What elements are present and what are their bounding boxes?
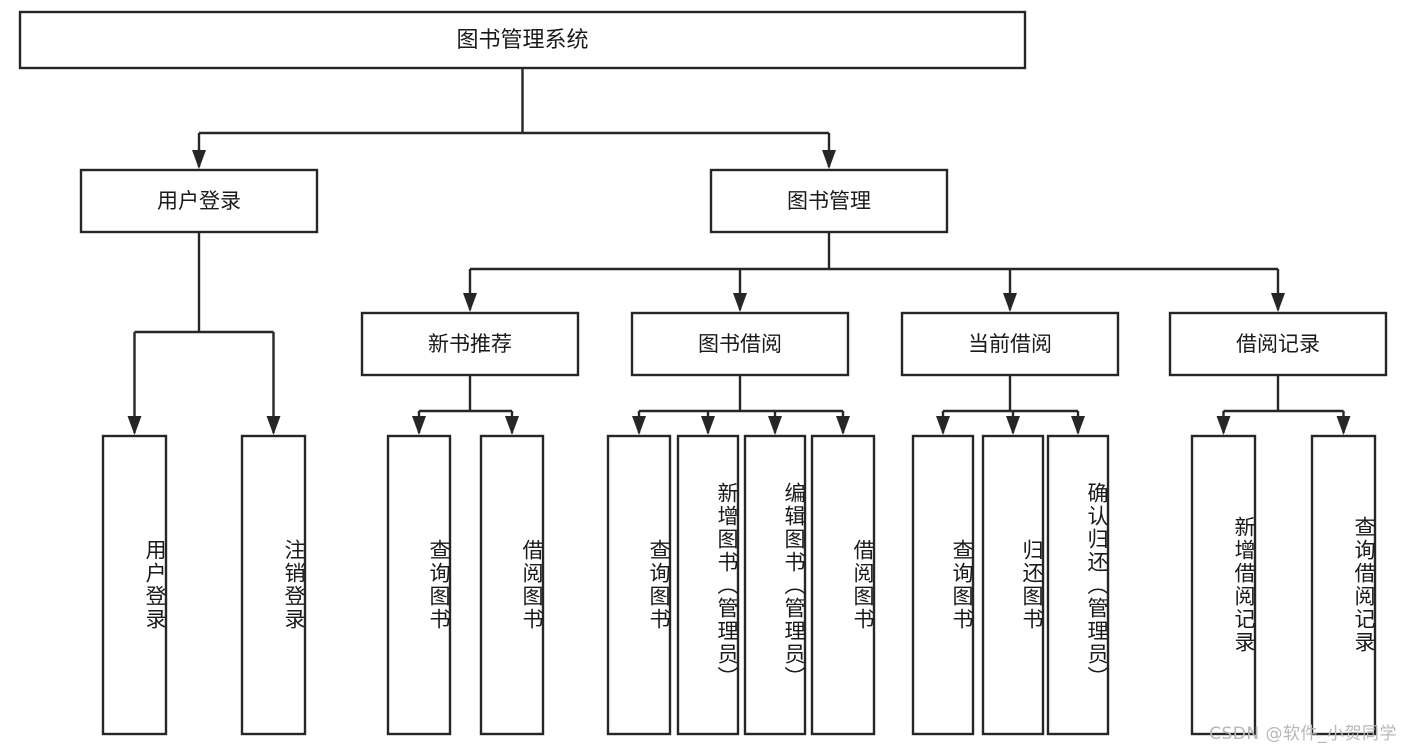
arrow-down-icon bbox=[822, 150, 836, 169]
leaf-node-leaf-query-book-1-box[interactable] bbox=[386, 434, 452, 736]
arrow-down-icon bbox=[632, 416, 646, 435]
arrow-down-icon bbox=[412, 416, 426, 435]
leaf-node-leaf-query-book-3-box[interactable] bbox=[911, 434, 975, 736]
level2-node-new-book-rec-label: 新书推荐 bbox=[428, 332, 512, 356]
leaf-node-leaf-logout-box[interactable] bbox=[240, 434, 307, 736]
arrow-down-icon bbox=[1336, 416, 1351, 435]
node-box-layer bbox=[18, 10, 1388, 736]
arrow-down-icon bbox=[836, 416, 850, 435]
root-node-box[interactable] bbox=[18, 10, 1027, 70]
arrow-down-icon bbox=[463, 293, 477, 312]
level1-node-user-login-label: 用户登录 bbox=[157, 189, 241, 213]
level2-node-new-book-rec-box[interactable] bbox=[360, 311, 580, 377]
arrow-down-icon bbox=[192, 150, 206, 169]
root-node-label: 图书管理系统 bbox=[456, 28, 588, 53]
level1-node-book-manage-label: 图书管理 bbox=[787, 189, 871, 213]
level2-node-current-borrow-label: 当前借阅 bbox=[968, 332, 1052, 356]
arrow-down-icon bbox=[1006, 416, 1020, 435]
arrow-down-icon bbox=[701, 416, 715, 435]
leaf-node-leaf-query-record-box[interactable] bbox=[1310, 434, 1377, 736]
leaf-node-leaf-user-login-box[interactable] bbox=[101, 434, 168, 736]
arrow-down-icon bbox=[733, 293, 747, 312]
connector-layer bbox=[127, 68, 1351, 435]
level2-node-borrow-record-box[interactable] bbox=[1168, 311, 1388, 377]
level2-node-current-borrow-box[interactable] bbox=[900, 311, 1120, 377]
leaf-node-leaf-confirm-return-box[interactable] bbox=[1046, 434, 1110, 736]
arrow-down-icon bbox=[1003, 293, 1017, 312]
arrow-down-icon bbox=[768, 416, 782, 435]
arrow-down-icon bbox=[936, 416, 950, 435]
leaf-node-leaf-add-book-box[interactable] bbox=[676, 434, 740, 736]
arrow-down-icon bbox=[266, 416, 281, 435]
arrow-down-icon bbox=[505, 416, 519, 435]
arrow-down-icon bbox=[1071, 416, 1085, 435]
level1-node-user-login-box[interactable] bbox=[79, 168, 319, 234]
leaf-node-leaf-edit-book-box[interactable] bbox=[743, 434, 807, 736]
level2-node-book-borrow-label: 图书借阅 bbox=[698, 332, 782, 356]
leaf-node-leaf-borrow-book-1-box[interactable] bbox=[479, 434, 545, 736]
leaf-node-leaf-borrow-book-2-box[interactable] bbox=[810, 434, 876, 736]
level2-node-book-borrow-box[interactable] bbox=[630, 311, 850, 377]
watermark-text: CSDN @软件_小贺同学 bbox=[1209, 724, 1397, 744]
leaf-node-leaf-add-record-box[interactable] bbox=[1190, 434, 1257, 736]
leaf-node-leaf-query-book-2-box[interactable] bbox=[606, 434, 672, 736]
level2-node-borrow-record-label: 借阅记录 bbox=[1236, 332, 1320, 356]
level1-node-book-manage-box[interactable] bbox=[709, 168, 949, 234]
arrow-down-icon bbox=[1271, 293, 1285, 312]
arrow-down-icon bbox=[1216, 416, 1231, 435]
arrow-down-icon bbox=[127, 416, 142, 435]
leaf-node-leaf-return-book-box[interactable] bbox=[981, 434, 1045, 736]
